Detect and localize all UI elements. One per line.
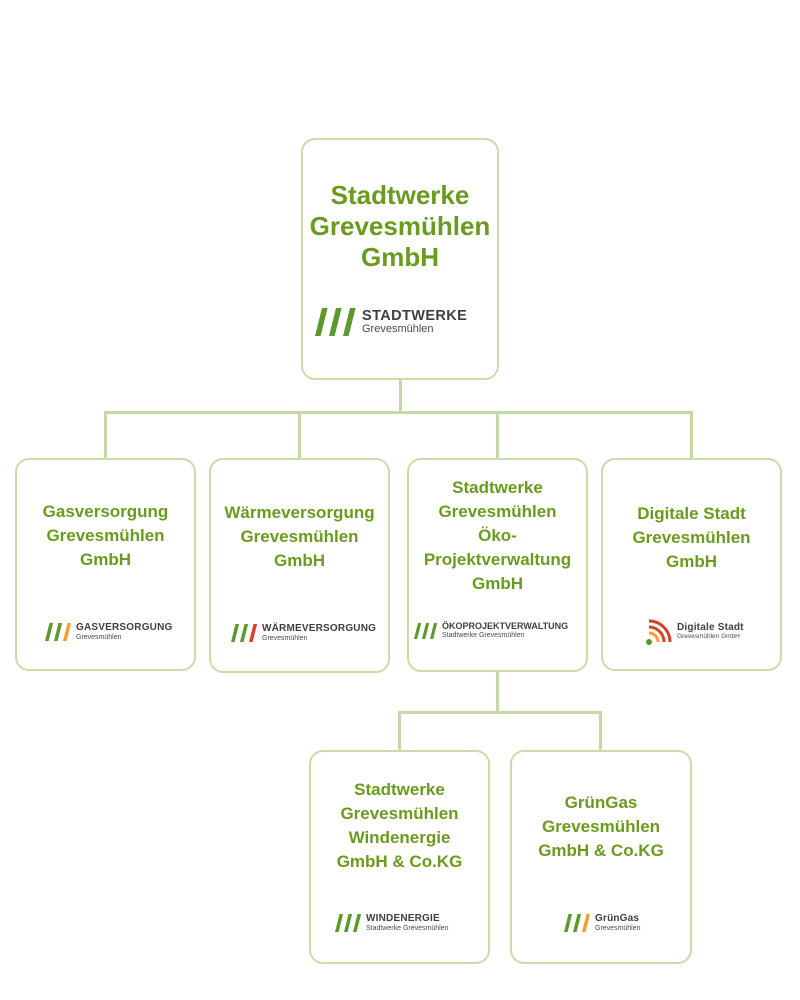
connector-oeko-down (496, 670, 499, 714)
node-title: Stadtwerke Grevesmühlen Windenergie GmbH… (336, 780, 463, 871)
connector-drop-digital (690, 411, 693, 458)
org-node-waermeversorgung: Wärmeversorgung Grevesmühlen GmbH WÄRMEV… (209, 458, 390, 673)
node-title: Digitale Stadt Grevesmühlen GmbH (632, 504, 751, 571)
connector-level2-bus (398, 711, 602, 714)
stadtwerke-logo: STADTWERKE Grevesmühlen (314, 308, 467, 336)
node-title: GrünGas Grevesmühlen GmbH & Co.KG (538, 793, 664, 860)
three-slash-stripes-icon (335, 914, 362, 932)
connector-drop-wind (398, 711, 401, 750)
connector-drop-gas (104, 411, 107, 458)
org-node-oekoprojektverwaltung: Stadtwerke Grevesmühlen Öko- Projektverw… (407, 458, 588, 672)
connector-level1-bus (105, 411, 693, 414)
connector-drop-gruengas (599, 711, 602, 750)
three-slash-stripes-icon (414, 622, 438, 639)
connector-drop-waerme (298, 411, 301, 458)
org-node-windenergie: Stadtwerke Grevesmühlen Windenergie GmbH… (309, 750, 490, 964)
wifi-signal-icon (646, 619, 672, 645)
org-node-gruengas: GrünGas Grevesmühlen GmbH & Co.KG GrünGa… (510, 750, 692, 964)
node-title: Gasversorgung Grevesmühlen GmbH (42, 502, 169, 569)
three-slash-stripes-icon (231, 624, 258, 642)
node-title: Stadtwerke Grevesmühlen Öko- Projektverw… (423, 478, 572, 593)
connector-root-down (399, 378, 402, 413)
waermeversorgung-logo: WÄRMEVERSORGUNG Grevesmühlen (231, 624, 376, 642)
org-node-digitale-stadt: Digitale Stadt Grevesmühlen GmbH Digital… (601, 458, 782, 671)
org-node-stadtwerke: Stadtwerke Grevesmühlen GmbH STADTWERKE … (301, 138, 499, 380)
three-slash-stripes-icon (45, 623, 72, 641)
three-slash-stripes-icon (315, 308, 356, 336)
oekoprojektverwaltung-logo: ÖKOPROJEKTVERWALTUNG Stadtwerke Grevesmü… (414, 622, 568, 639)
digitale-stadt-logo: Digitale Stadt Grevesmühlen GmbH (645, 618, 744, 646)
org-node-gasversorgung: Gasversorgung Grevesmühlen GmbH GASVERSO… (15, 458, 196, 671)
node-title: Stadtwerke Grevesmühlen GmbH (309, 180, 491, 272)
gruengas-logo: GrünGas Grevesmühlen (564, 914, 641, 932)
node-title: Wärmeversorgung Grevesmühlen GmbH (224, 503, 375, 570)
connector-drop-oeko (496, 411, 499, 458)
three-slash-stripes-icon (564, 914, 591, 932)
gasversorgung-logo: GASVERSORGUNG Grevesmühlen (45, 623, 173, 641)
windenergie-logo: WINDENERGIE Stadtwerke Grevesmühlen (335, 914, 448, 932)
